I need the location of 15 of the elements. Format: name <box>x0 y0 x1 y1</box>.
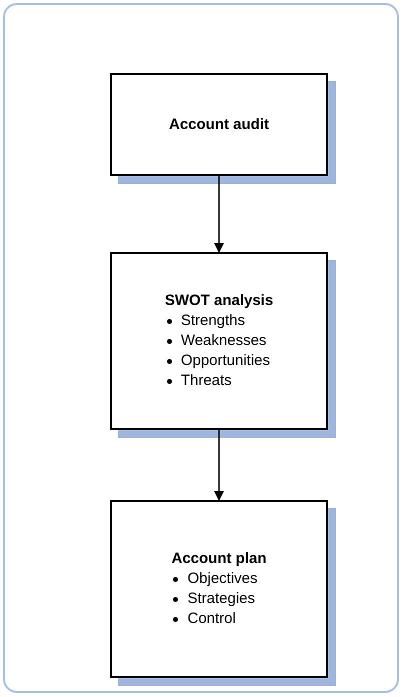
box-heading: SWOT analysis <box>164 291 274 311</box>
process-box <box>110 73 328 176</box>
list-item: Strengths <box>180 311 246 331</box>
box-heading: Account audit <box>169 114 269 134</box>
process-box <box>110 500 328 678</box>
list-item: Control <box>187 609 236 629</box>
arrow <box>214 430 224 501</box>
process-box <box>110 252 328 430</box>
box-heading: Account plan <box>171 549 266 569</box>
list-item: Strategies <box>187 589 256 609</box>
arrow <box>214 176 224 253</box>
list-item: Opportunities <box>180 351 270 371</box>
list-item: Threats <box>180 371 232 391</box>
list-item: Weaknesses <box>180 331 266 351</box>
list-item: Objectives <box>187 569 258 589</box>
